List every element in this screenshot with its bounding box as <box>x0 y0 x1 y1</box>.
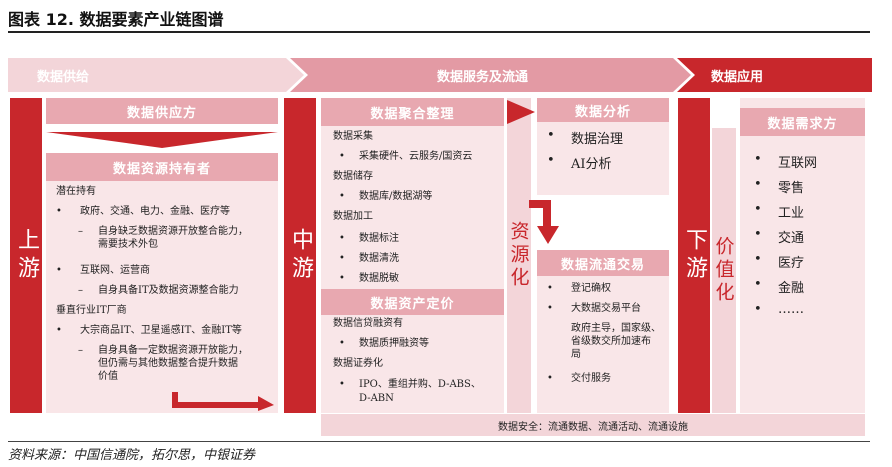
holder-line: 自身具备IT及数据资源整合能力 <box>98 285 239 296</box>
pricing-line: 数据质押融资等 <box>359 338 429 349</box>
bullet-dot: • <box>547 303 553 314</box>
dash-mark: – <box>78 285 83 296</box>
demand-item: 零售 <box>778 181 805 196</box>
right-triangle <box>507 100 535 124</box>
trading-line: 登记确权 <box>571 283 611 294</box>
bullet-dot: • <box>339 379 345 390</box>
demand-item: 工业 <box>778 206 805 221</box>
aggregation-line: 数据标注 <box>359 233 399 244</box>
down-chevron <box>46 132 278 148</box>
bullet-dot: • <box>56 325 62 336</box>
bullet-dot: • <box>339 191 345 202</box>
bullet-dot: • <box>547 373 553 384</box>
band-supply-shape <box>8 58 304 92</box>
analysis-header: 数据分析 <box>537 98 669 122</box>
bullet-dot: • <box>754 277 762 292</box>
holder-line: 垂直行业IT厂商 <box>56 305 127 316</box>
holder-line: 大宗商品IT、卫星遥感IT、金融IT等 <box>80 325 242 336</box>
bullet-dot: • <box>56 206 62 217</box>
aggregation-line: 数据加工 <box>333 211 373 222</box>
bullet-dot: • <box>754 302 762 317</box>
holder-line: 自身具备一定数据资源开放能力， <box>98 345 248 356</box>
analysis-item: 数据治理 <box>571 132 624 147</box>
trading-line: 政府主导，国家级、 <box>571 323 661 334</box>
holder-line: 但仍需与其他数据整合提升数据 <box>98 358 238 369</box>
aggregation-panel: 数据采集 • 采集硬件、云服务/国资云 数据储存 • 数据库/数据湖等 数据加工… <box>321 126 504 289</box>
demand-panel <box>740 98 865 413</box>
supplier-header: 数据供应方 <box>46 98 278 124</box>
pricing-line: 数据信贷融资有 <box>333 318 403 329</box>
aggregation-line: 数据库/数据湖等 <box>359 191 433 202</box>
holder-line: 互联网、运营商 <box>80 265 150 276</box>
pricing-header: 数据资产定价 <box>321 289 504 315</box>
demand-item: 医疗 <box>778 256 805 271</box>
band-service-shape <box>290 58 691 92</box>
pricing-line: IPO、重组并购、D-ABS、 <box>359 379 481 390</box>
trading-line: 大数据交易平台 <box>571 303 641 314</box>
bullet-dot: • <box>754 227 762 242</box>
demand-item: 交通 <box>778 231 805 246</box>
demand-item: 互联网 <box>778 156 818 171</box>
trading-panel: • 登记确权 • 大数据交易平台 政府主导，国家级、 省级数交所加速布 局 • … <box>537 276 669 413</box>
stage-downstream: 下游 <box>678 98 710 413</box>
holder-header: 数据资源持有者 <box>46 153 278 181</box>
down-arrow <box>529 200 559 244</box>
demand-list: • 互联网 • 零售 • 工业 • 交通 • 医疗 • 金融 • …… <box>740 148 865 408</box>
bullet-dot: • <box>754 152 762 167</box>
bullet-dot: • <box>754 177 762 192</box>
trading-line: 省级数交所加速布 <box>571 336 651 347</box>
security-bar: 数据安全：流通数据、流通活动、流通设施 <box>321 414 865 436</box>
bullet-dot: • <box>754 202 762 217</box>
holder-panel: 潜在持有 • 政府、交通、电力、金融、医疗等 – 自身缺乏数据资源开放整合能力，… <box>46 181 278 413</box>
band-supply-label: 数据供给 <box>36 69 89 85</box>
aggregation-line: 数据采集 <box>333 131 373 142</box>
band-application-label: 数据应用 <box>710 69 763 85</box>
holder-line: 潜在持有 <box>56 186 96 197</box>
bullet-dot: • <box>56 265 62 276</box>
dash-mark: – <box>78 226 83 237</box>
band-application-shape <box>677 58 872 92</box>
bullet-dot: • <box>754 252 762 267</box>
demand-header: 数据需求方 <box>740 108 865 136</box>
pricing-panel: 数据信贷融资有 • 数据质押融资等 数据证券化 • IPO、重组并购、D-ABS… <box>321 315 504 413</box>
top-bands <box>8 58 872 92</box>
stage-valorization: 价值化 <box>712 128 736 413</box>
right-arrow <box>172 392 274 411</box>
holder-line: 价值 <box>98 371 118 382</box>
band-service-label: 数据服务及流通 <box>436 69 528 85</box>
analysis-panel: • 数据治理 • AI分析 <box>537 122 669 195</box>
trading-line: 交付服务 <box>571 373 611 384</box>
holder-line: 需要技术外包 <box>98 239 158 250</box>
bullet-dot: • <box>339 253 345 264</box>
demand-item: 金融 <box>778 281 805 296</box>
bullet-dot: • <box>547 283 553 294</box>
trading-line: 局 <box>571 349 581 360</box>
analysis-item: AI分析 <box>571 157 612 172</box>
bullet-dot: • <box>339 338 345 349</box>
aggregation-line: 数据储存 <box>333 171 373 182</box>
trading-header: 数据流通交易 <box>537 250 669 276</box>
source-note: 资料来源：中国信通院，拓尔思，中银证券 <box>8 448 256 463</box>
aggregation-header: 数据聚合整理 <box>321 98 504 126</box>
bullet-dot: • <box>339 273 345 284</box>
stage-midstream: 中游 <box>284 98 316 413</box>
aggregation-line: 采集硬件、云服务/国资云 <box>359 151 473 162</box>
aggregation-line: 数据清洗 <box>359 253 399 264</box>
holder-line: 政府、交通、电力、金融、医疗等 <box>80 206 230 217</box>
bottom-rule <box>8 441 870 442</box>
bullet-dot: • <box>339 233 345 244</box>
bullet-dot: • <box>339 151 345 162</box>
holder-line: 自身缺乏数据资源开放整合能力， <box>98 226 248 237</box>
bullet-dot: • <box>547 128 555 143</box>
dash-mark: – <box>78 345 83 356</box>
demand-item: …… <box>778 302 804 317</box>
pricing-line: D-ABN <box>359 393 394 404</box>
title-rule <box>8 31 870 33</box>
aggregation-line: 数据脱敏 <box>359 273 399 284</box>
figure-title: 图表 12. 数据要素产业链图谱 <box>8 10 224 29</box>
pricing-line: 数据证券化 <box>333 358 383 369</box>
bullet-dot: • <box>547 153 555 168</box>
stage-resourcization: 资源化 <box>507 98 531 413</box>
stage-upstream: 上游 <box>10 98 42 413</box>
